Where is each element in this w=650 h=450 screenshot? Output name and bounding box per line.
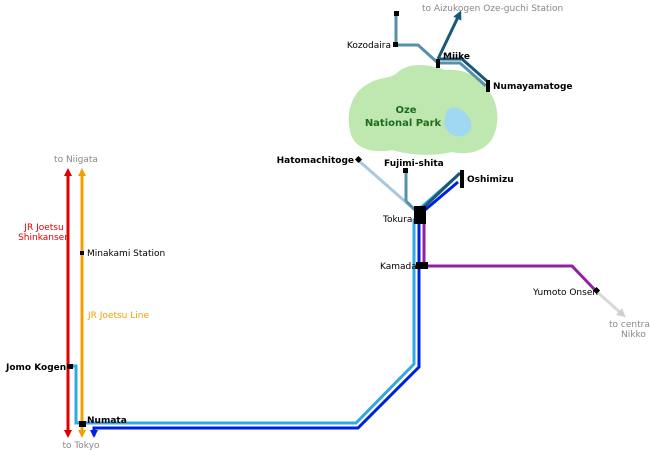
bus-route-navy-oshimizu: [421, 171, 462, 210]
dest-tokyo: to Tokyo: [62, 441, 100, 450]
park-name-line1: Oze: [395, 105, 416, 116]
oze-park-area: [348, 65, 498, 155]
station-minakami: Minakami Station: [87, 249, 165, 259]
station-fujimi-shita: Fujimi-shita: [384, 159, 444, 169]
station-marker-numayamatoge: [486, 80, 490, 92]
station-tokura: Tokura: [382, 215, 412, 225]
station-marker-yumoto-onsen: [592, 286, 601, 295]
station-marker-tokura: [414, 206, 426, 224]
station-marker-oshimizu: [460, 170, 464, 188]
bus-route-kozodaira: [394, 14, 440, 65]
park-name-line2: National Park: [365, 118, 442, 129]
station-marker-kozodaira: [393, 42, 398, 47]
shinkansen-label-line1: JR Joetsu: [23, 223, 63, 233]
station-marker-jomo-kogen: [67, 364, 73, 369]
station-marker-fujimi-shita: [403, 168, 408, 173]
station-hatomachitoge: Hatomachitoge: [277, 156, 354, 166]
station-marker-top: [394, 11, 399, 16]
station-kamada: Kamada: [380, 262, 417, 272]
dest-niigata: to Niigata: [54, 155, 98, 165]
joetsu-line-label: JR Joetsu Line: [87, 311, 149, 321]
station-kozodaira: Kozodaira: [347, 41, 391, 51]
station-jomo-kogen: Jomo Kogen: [5, 363, 66, 373]
station-marker-kamada: [416, 262, 428, 269]
station-marker-minakami: [80, 251, 84, 255]
station-yumoto-onsen: Yumoto Onsen: [532, 288, 598, 298]
dest-aizukogen: to Aizukogen Oze-guchi Station: [422, 4, 563, 14]
shinkansen-label-line2: Shinkansen: [18, 233, 70, 243]
line-to-nikko: [595, 289, 626, 318]
bus-route-miike-numayamatoge-navy: [440, 57, 489, 84]
station-numata: Numata: [87, 416, 127, 426]
dest-nikko-line1: to central: [609, 320, 650, 330]
station-marker-numata: [79, 421, 86, 427]
station-oshimizu: Oshimizu: [467, 175, 514, 185]
station-numayamatoge: Numayamatoge: [493, 82, 573, 92]
station-marker-miike: [436, 59, 440, 68]
station-miike: Miike: [443, 52, 470, 62]
bus-route-purple: [422, 210, 598, 293]
bus-route-miike-numayamatoge-teal: [438, 61, 487, 88]
oze-lake: [444, 107, 472, 137]
dest-nikko-line2: Nikko: [621, 330, 646, 340]
station-marker-hatomachitoge: [354, 155, 363, 164]
bus-route-to-aizukogen: [436, 10, 462, 60]
